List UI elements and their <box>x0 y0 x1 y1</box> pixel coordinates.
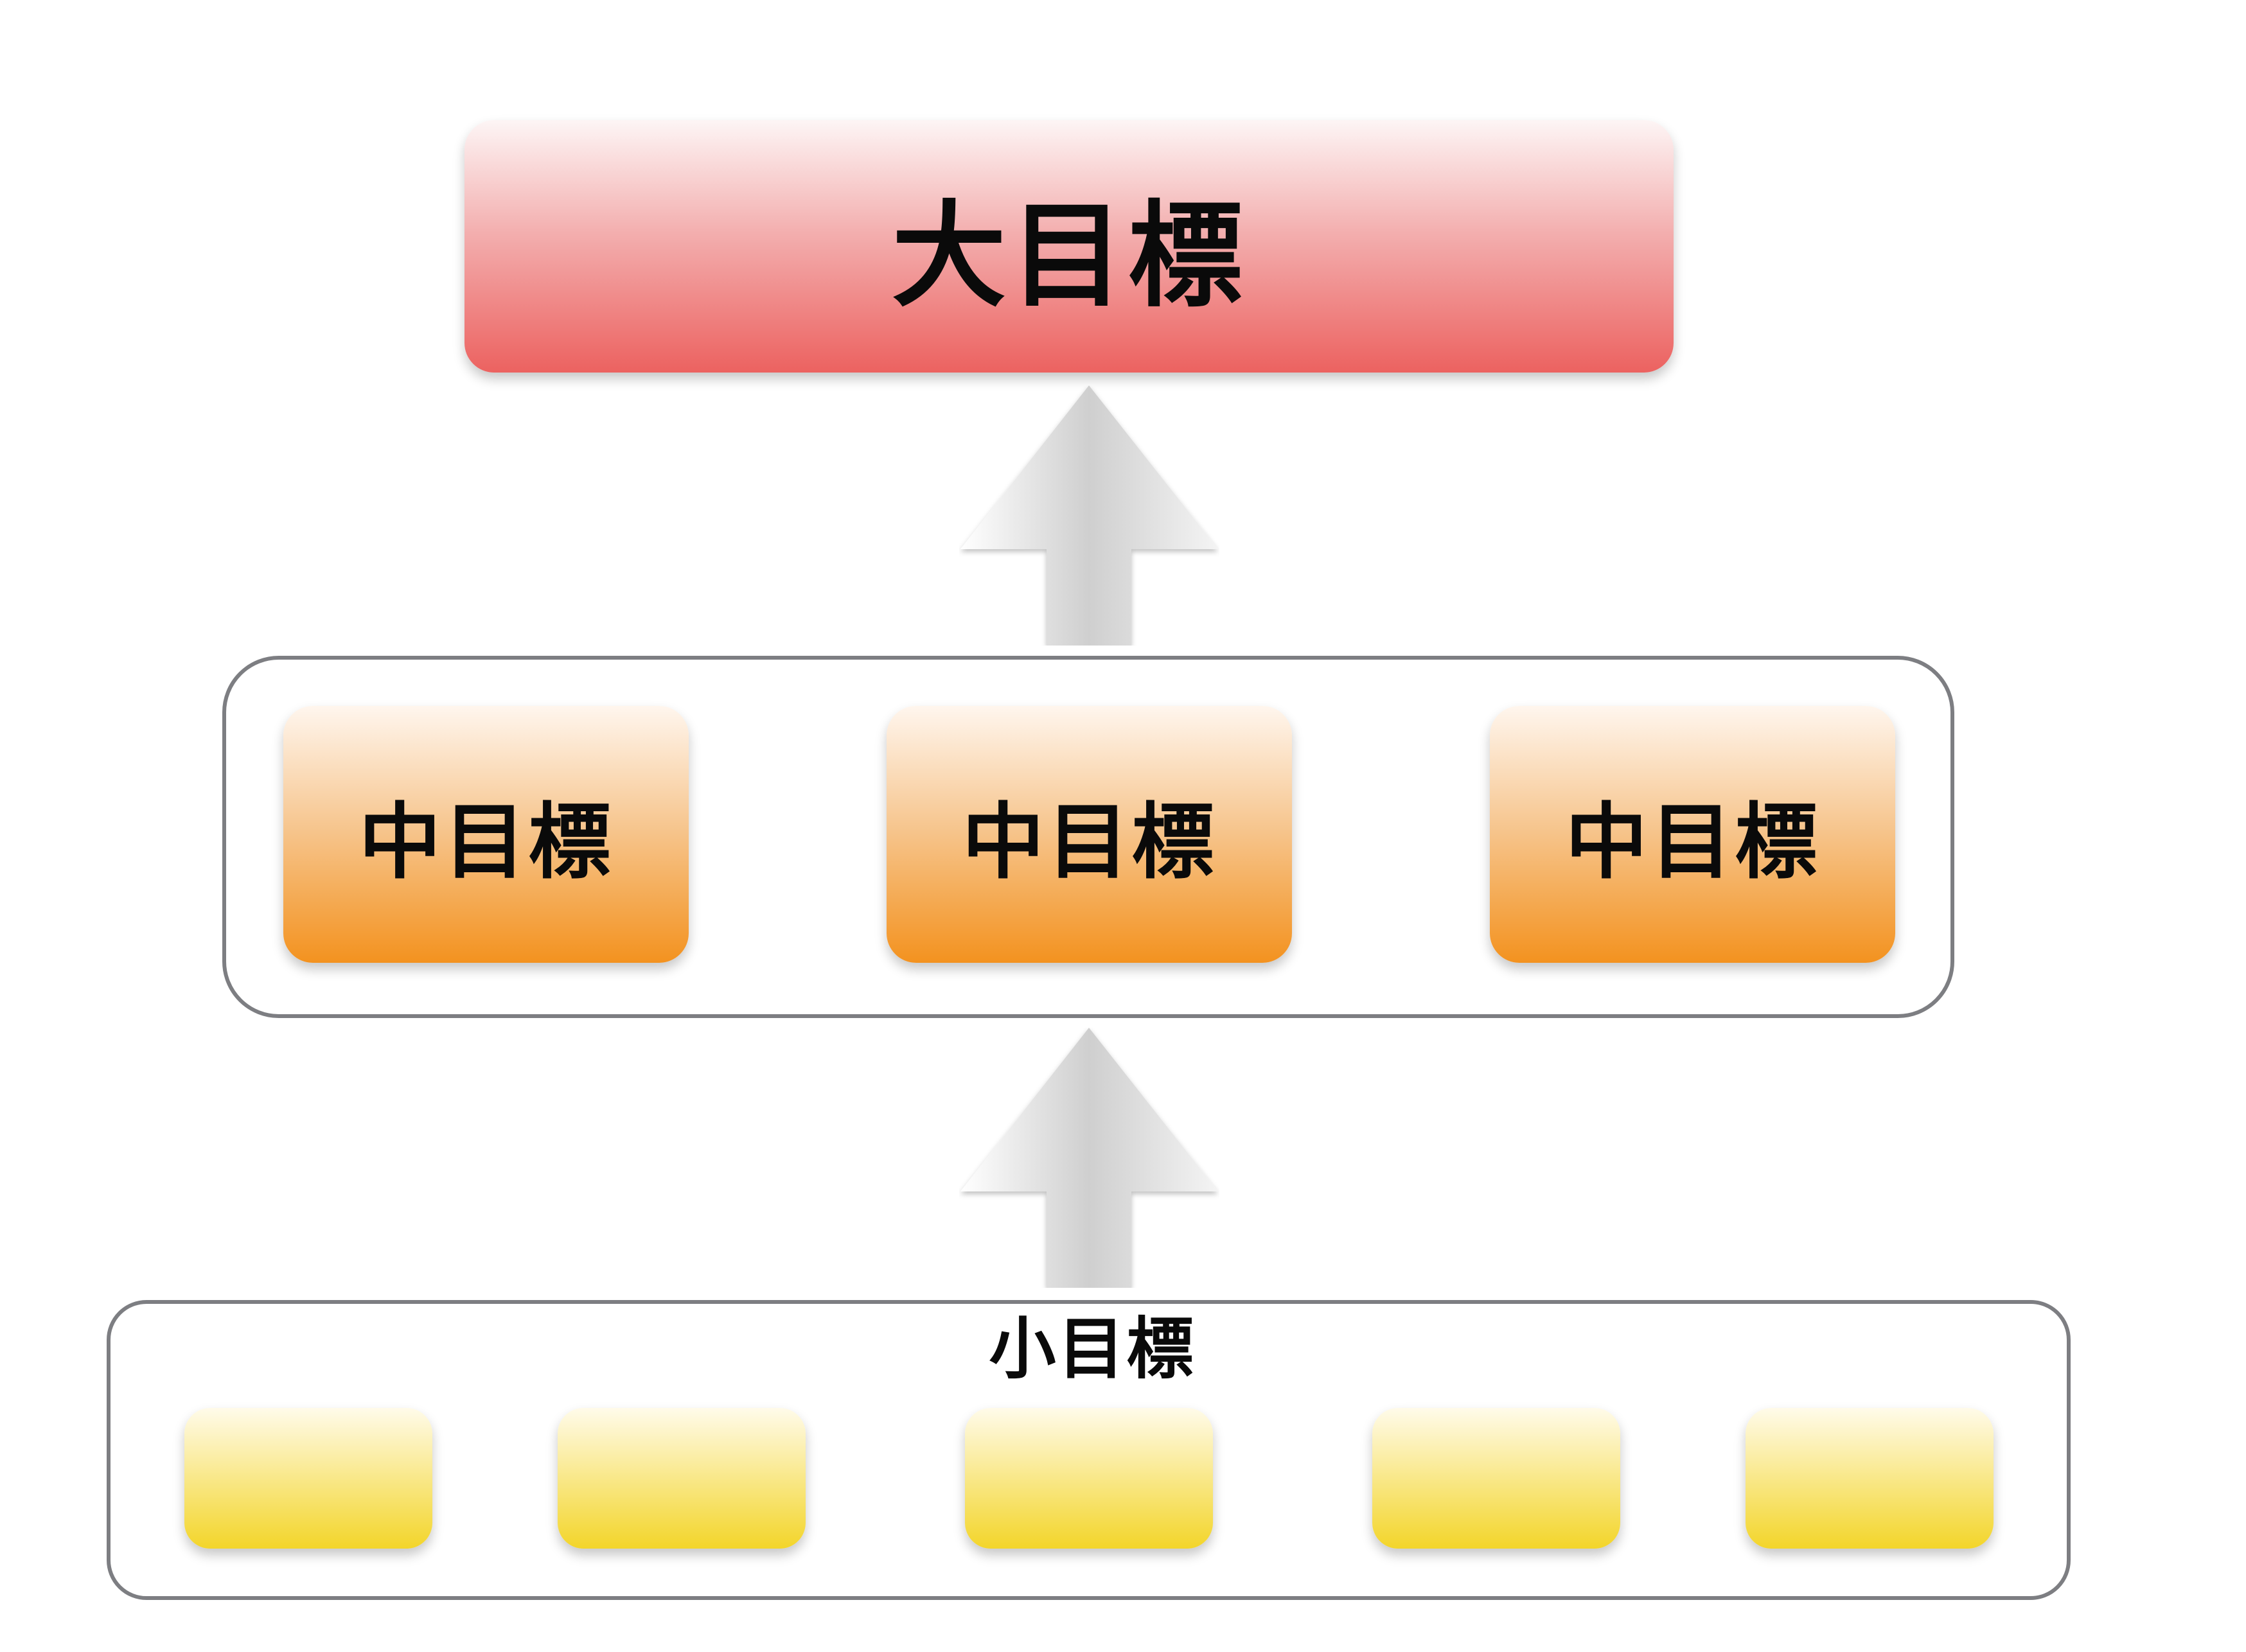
middle-goal-label: 中目標 <box>962 794 1217 890</box>
top-goal-label: 大目標 <box>892 189 1246 322</box>
small-goal-box <box>1372 1408 1620 1549</box>
middle-goals-frame <box>222 656 1954 1018</box>
small-goal-box <box>184 1408 432 1549</box>
small-goal-box <box>1746 1408 1994 1549</box>
small-goals-title: 小目標 <box>989 1310 1196 1388</box>
small-goal-box <box>965 1408 1213 1549</box>
middle-goal-label: 中目標 <box>358 794 614 890</box>
arrow-up-icon <box>960 1028 1218 1288</box>
middle-goal-box: 中目標 <box>1490 706 1895 963</box>
small-goals-frame <box>107 1300 2071 1600</box>
middle-goal-box: 中目標 <box>283 706 689 963</box>
middle-goal-box: 中目標 <box>887 706 1292 963</box>
top-goal-box: 大目標 <box>464 120 1674 373</box>
middle-goal-label: 中目標 <box>1565 794 1820 890</box>
small-goal-box <box>558 1408 806 1549</box>
arrow-up-icon <box>960 385 1218 646</box>
